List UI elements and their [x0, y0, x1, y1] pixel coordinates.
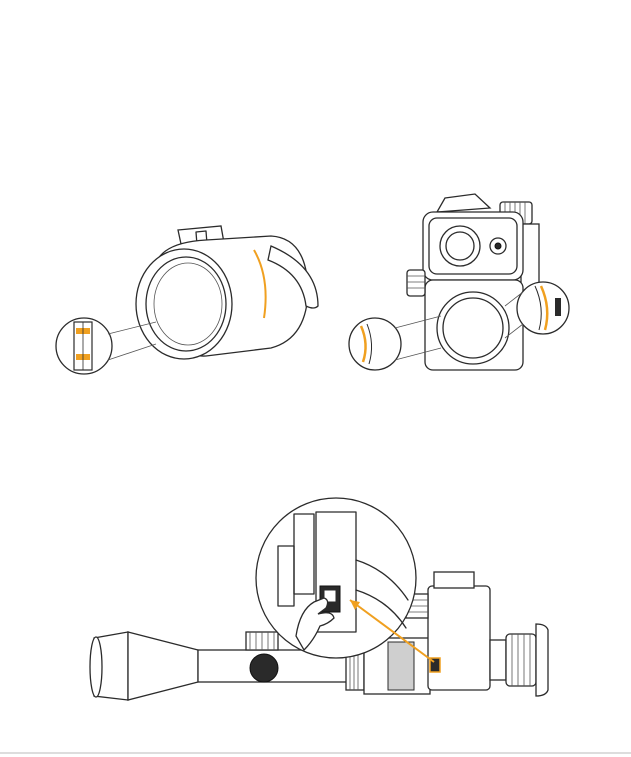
windage-turret [250, 654, 278, 682]
scope-mounting-illustration [88, 490, 558, 715]
eyecup [536, 624, 548, 696]
clip-on-device-illustration [345, 188, 575, 383]
adapter-ring-illustration [56, 218, 326, 378]
top-rail [437, 194, 490, 212]
zoom-ring-detail [74, 322, 92, 370]
scope-taper [128, 632, 198, 700]
zoom-leader-line-2 [108, 344, 156, 360]
side-knob [407, 270, 425, 296]
clip-on-eyepiece [490, 640, 506, 680]
adapter-ring-icon [56, 218, 326, 378]
clip-on-device-body [428, 586, 490, 690]
zoom-detail-circle [256, 498, 416, 658]
rifle-scope-mounting-icon [88, 490, 558, 715]
objective-lens [437, 292, 509, 364]
zoom-detail-left [349, 318, 401, 370]
adapter-front-ring [136, 249, 232, 359]
night-vision-clip-on-icon [345, 188, 575, 383]
clip-on-top-rail [434, 572, 474, 588]
page-bottom-rule [0, 752, 631, 754]
